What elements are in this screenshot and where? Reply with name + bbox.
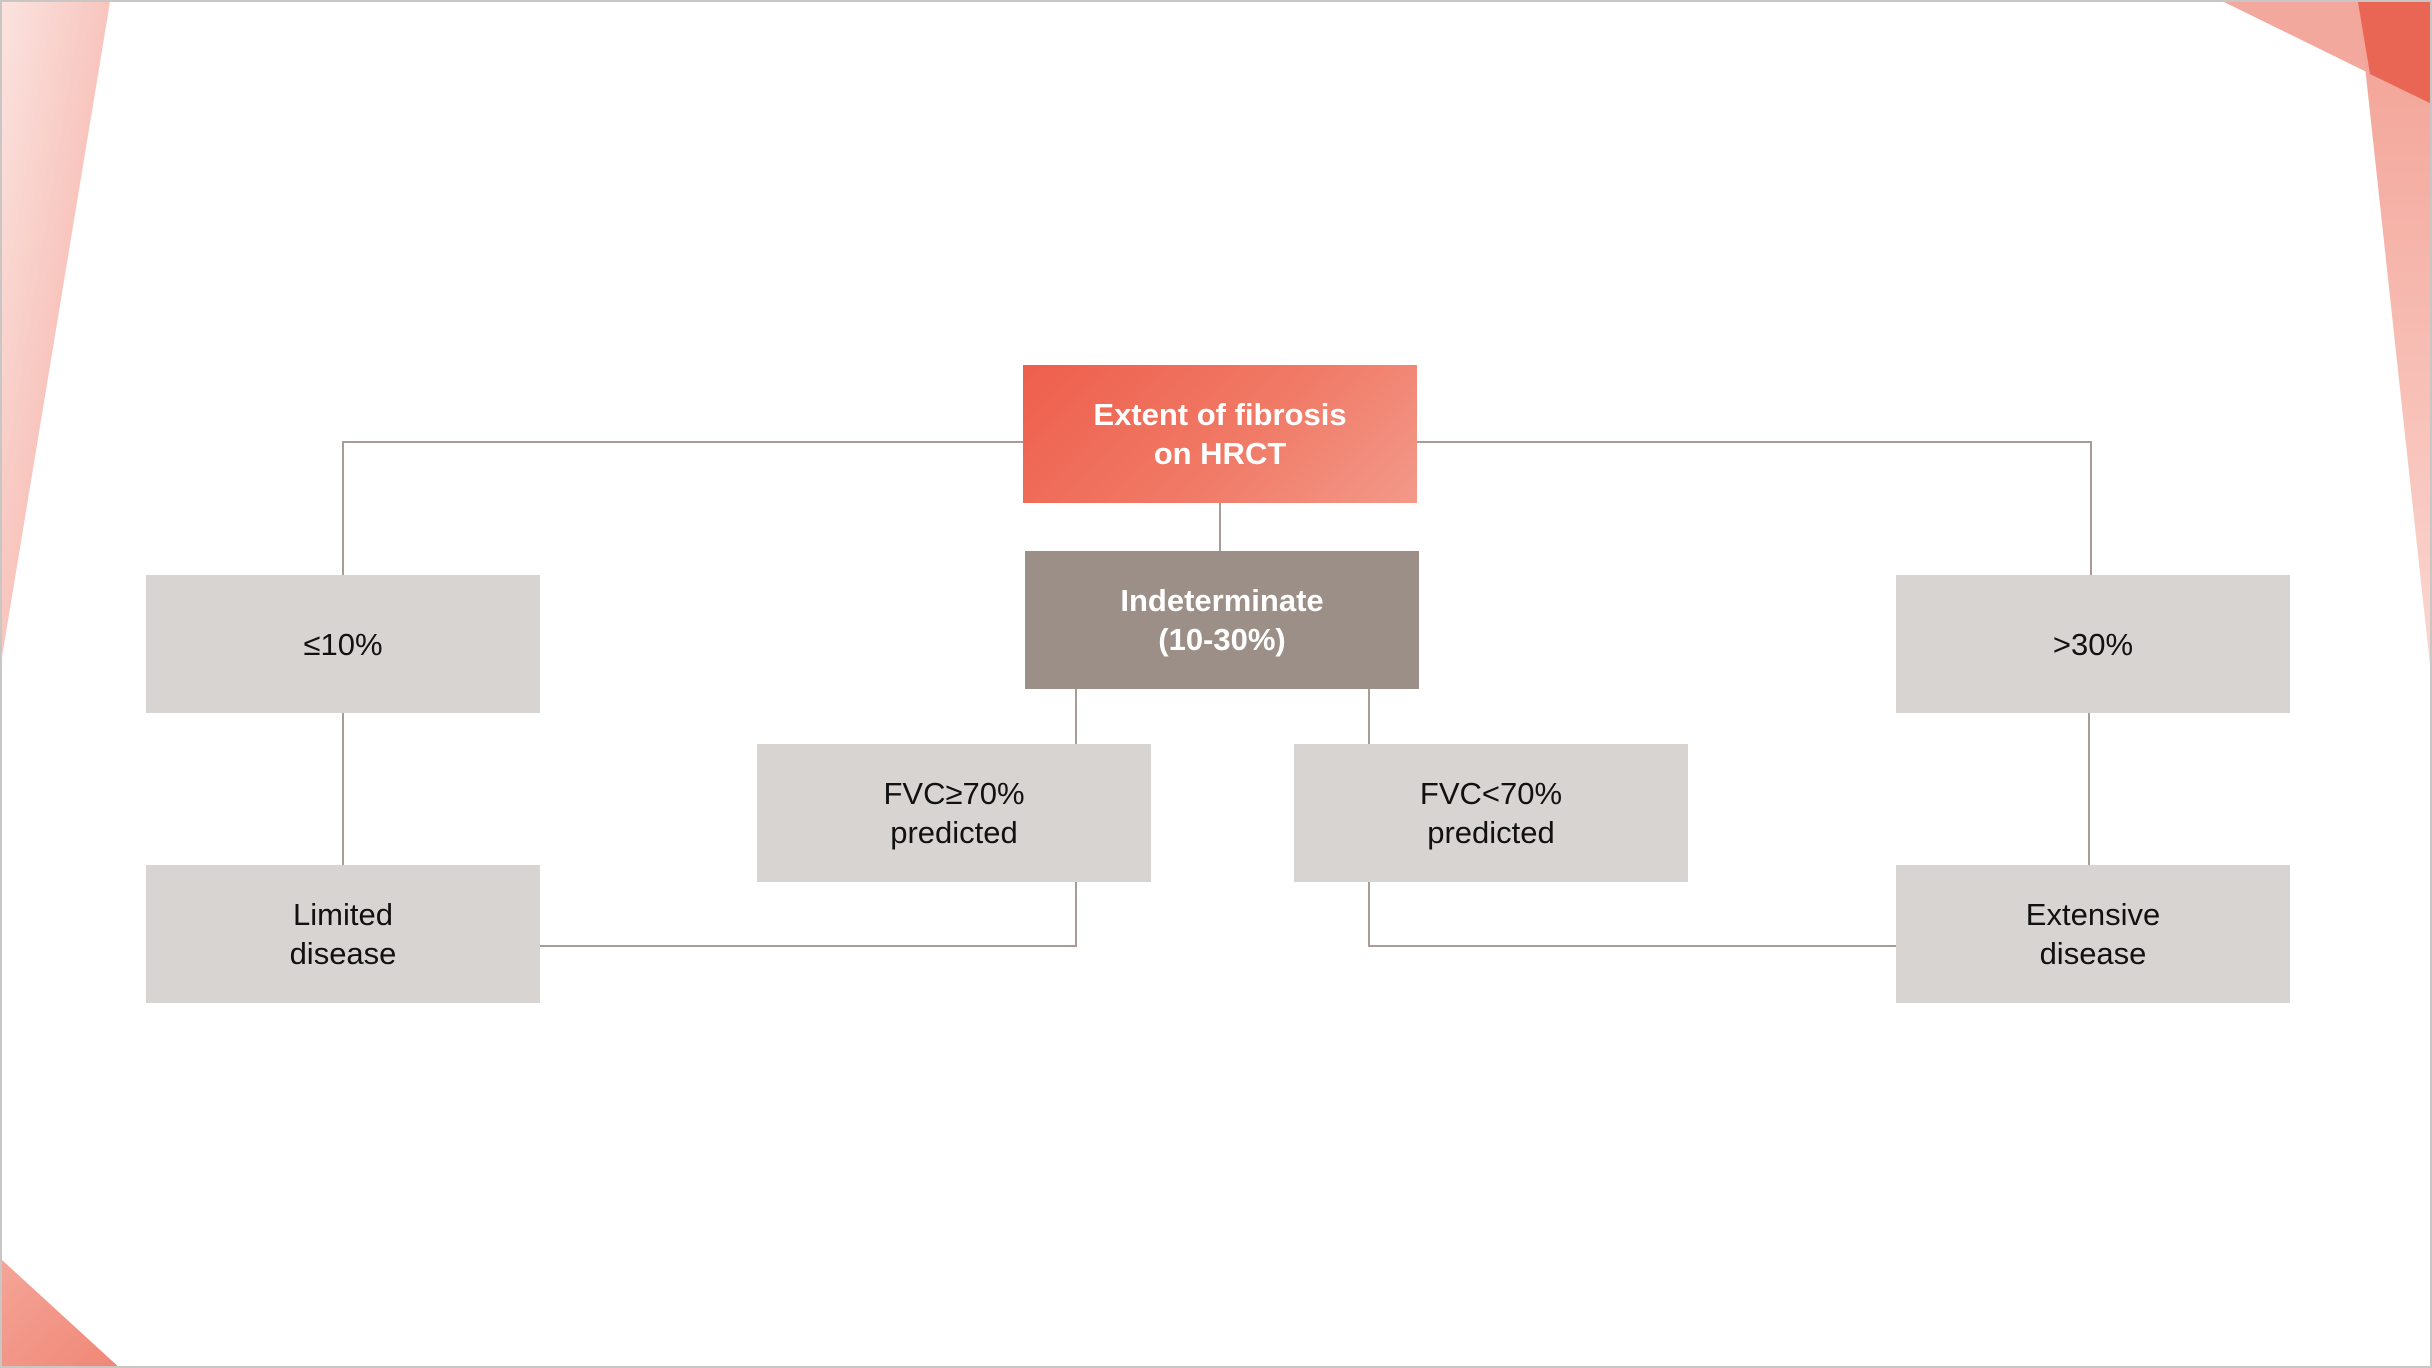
root-node: Extent of fibrosis on HRCT xyxy=(1023,365,1417,503)
connector-root-to-high xyxy=(1417,441,2092,575)
high-extent-node-label: >30% xyxy=(2052,626,2134,662)
fvc-low-node: FVC<70% predicted xyxy=(1294,744,1688,882)
top-right-strip xyxy=(2358,2,2430,666)
limited-disease-node: Limited disease xyxy=(146,865,540,1003)
top-left-shape xyxy=(2,2,110,657)
high-extent-node: >30% xyxy=(1896,575,2290,713)
low-extent-node: ≤10% xyxy=(146,575,540,713)
indeterminate-node-label: Indeterminate (10-30%) xyxy=(1120,583,1324,657)
limited-disease-node-label: Limited disease xyxy=(289,897,397,971)
low-extent-node-label: ≤10% xyxy=(303,626,383,662)
indeterminate-node: Indeterminate (10-30%) xyxy=(1025,551,1419,689)
fvc-high-node: FVC≥70% predicted xyxy=(757,744,1151,882)
connector-fvc-low-to-extensive xyxy=(1368,882,1896,947)
connector-fvc-high-to-limited xyxy=(540,882,1077,947)
top-right-corner xyxy=(2358,2,2430,104)
extensive-disease-node-label: Extensive disease xyxy=(2025,897,2161,971)
connector-root-to-low xyxy=(342,441,1023,575)
fvc-high-node-label: FVC≥70% predicted xyxy=(883,776,1025,850)
bottom-left-shape xyxy=(2,1260,118,1366)
fvc-low-node-label: FVC<70% predicted xyxy=(1419,776,1563,850)
root-node-label: Extent of fibrosis on HRCT xyxy=(1093,397,1347,471)
extensive-disease-node: Extensive disease xyxy=(1896,865,2290,1003)
